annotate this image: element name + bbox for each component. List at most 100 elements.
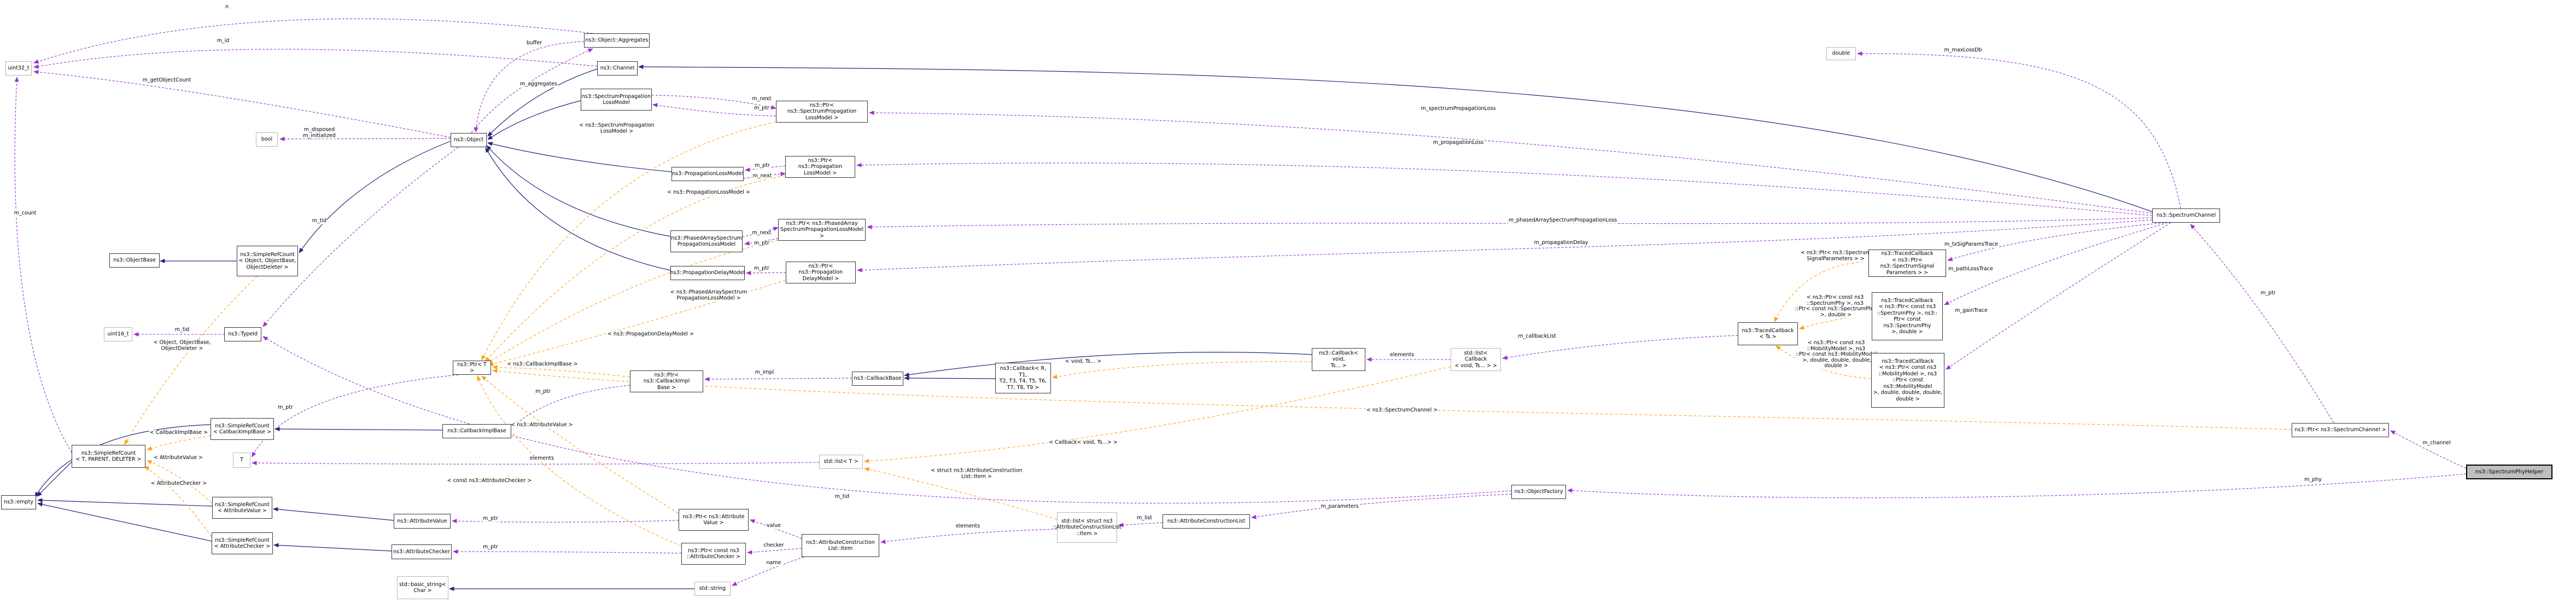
node-basicstring: std::basic_string< Char >: [397, 576, 448, 599]
node-callback_r[interactable]: ns3::Callback< R, T1, T2, T3, T4, T5, T6…: [995, 363, 1051, 393]
node-propdelay[interactable]: ns3::PropagationDelayModel: [670, 266, 745, 280]
node-empty[interactable]: ns3::empty: [1, 495, 36, 509]
edge-use-m_propagationLoss: [856, 163, 2153, 216]
node-item[interactable]: ns3::AttributeConstruction List::Item: [802, 534, 879, 557]
node-spectrumchannel[interactable]: ns3::SpectrumChannel: [2152, 208, 2220, 223]
edge-use-m_parameters: [1251, 494, 1512, 519]
node-ptr_t[interactable]: ns3::Ptr< T >: [453, 361, 491, 375]
edge-template--ns3-Ptr-ns3-Spectrum: [1774, 261, 1869, 322]
node-ptr_propdelay[interactable]: ns3::Ptr< ns3::Propagation DelayModel >: [786, 262, 856, 283]
node-attrchecker[interactable]: ns3::AttributeChecker: [392, 544, 452, 559]
node-ptr_attrvalue[interactable]: ns3::Ptr< ns3::Attribute Value >: [679, 509, 749, 531]
node-list_t: std::list< T >: [819, 455, 863, 469]
node-src_attrvalue[interactable]: ns3::SimpleRefCount < AttributeValue >: [212, 497, 272, 519]
node-phasedarray[interactable]: ns3::PhasedArraySpectrum PropagationLoss…: [670, 230, 743, 252]
node-src_attrchecker[interactable]: ns3::SimpleRefCount < AttributeChecker >: [212, 532, 273, 554]
edge-label-m_next: m_next: [752, 172, 773, 179]
edge-label--ns3-Ptr-ns3-Spectrum: < ns3::Ptr< ns3::Spectrum SignalParamete…: [1800, 250, 1872, 262]
edge-label-m_propagationDelay: m_propagationDelay: [1533, 239, 1589, 246]
edge-use-m_list: [1118, 522, 1163, 527]
node-ptr_spectrumproploss[interactable]: ns3::Ptr< ns3::SpectrumPropagation LossM…: [776, 101, 868, 123]
node-src_tpd[interactable]: ns3::SimpleRefCount < T, PARENT, DELETER…: [72, 445, 145, 468]
node-callback_void[interactable]: ns3::Callback< void, Ts... >: [1312, 348, 1365, 371]
edge-label-m_phy: m_phy: [2304, 476, 2322, 483]
node-ptr_callbackimplbase[interactable]: ns3::Ptr< ns3::CallbackImpl Base >: [630, 370, 703, 392]
node-objectbase[interactable]: ns3::ObjectBase: [109, 253, 160, 268]
edge-inherit-4: [487, 142, 672, 172]
edge-use-m_next: [651, 95, 776, 110]
node-src_object[interactable]: ns3::SimpleRefCount < Object, ObjectBase…: [237, 246, 298, 276]
node-channel[interactable]: ns3::Channel: [597, 61, 638, 76]
edge-label--ns3-SpectrumChannel-: < ns3::SpectrumChannel >: [1365, 407, 1439, 414]
edge-inherit-17: [904, 352, 1312, 377]
edge-inherit-2: [487, 68, 598, 137]
node-double: double: [1826, 47, 1856, 60]
edge-use-m_tid: [262, 147, 459, 327]
edge-inherit-8: [274, 427, 443, 432]
node-bool: bool: [256, 132, 278, 147]
node-attrvalue[interactable]: ns3::AttributeValue: [394, 514, 451, 529]
node-objectfactory[interactable]: ns3::ObjectFactory: [1511, 485, 1566, 499]
edge-label-buffer: buffer: [525, 39, 543, 47]
edge-inherit-16: [904, 376, 996, 381]
edge-inherit-14: [273, 543, 392, 552]
node-object[interactable]: ns3::Object: [451, 133, 487, 147]
node-typeid[interactable]: ns3::TypeId: [224, 327, 261, 341]
edge-label-m_parameters: m_parameters: [1320, 503, 1359, 510]
edge-label-m_phasedArraySpectrumPropagationLoss: m_phasedArraySpectrumPropagationLoss: [1508, 217, 1618, 224]
edge-template--AttributeValue-: [147, 460, 213, 503]
edge-label-checker: checker: [763, 542, 785, 549]
edge-label-m_ptr: m_ptr: [753, 105, 770, 112]
edge-use-m_phasedArraySpectrumPropagationLoss: [867, 217, 2153, 229]
edge-label-name: name: [766, 559, 782, 566]
node-tracedcb_ts[interactable]: ns3::TracedCallback < Ts >: [1738, 322, 1798, 345]
edge-label-m_ptr: m_ptr: [753, 265, 770, 272]
edge-template--void-Ts-: [1052, 361, 1312, 379]
edge-use-m_ptr: [2190, 224, 2334, 424]
edge-label-m_aggregates: m_aggregates: [519, 80, 558, 88]
edge-label-m_ptr: m_ptr: [2260, 289, 2276, 297]
edge-template--ns3-PropagationLossModel-: [484, 175, 786, 362]
edge-label-m_txSigParamsTrace: m_txSigParamsTrace: [1943, 241, 1999, 248]
node-tracedcb_phy[interactable]: ns3::TracedCallback < ns3::Ptr< const ns…: [1872, 292, 1943, 340]
edge-label--Object-ObjectBase-: < Object, ObjectBase, ObjectDeleter >: [153, 339, 212, 352]
node-tracedcb_sig[interactable]: ns3::TracedCallback < ns3::Ptr< ns3::Spe…: [1868, 250, 1946, 277]
edge-inherit-3: [487, 100, 581, 140]
edge-use-value: [750, 519, 802, 539]
node-list_item: std::list< struct ns3 ::AttributeConstru…: [1053, 512, 1121, 543]
edge-use-elements: [880, 529, 1058, 544]
edge-label-m_next: m_next: [751, 95, 772, 102]
edge-use-m_impl: [704, 376, 852, 381]
edge-label--ns3-PhasedArraySpectrum: < ns3::PhasedArraySpectrum PropagationLo…: [669, 289, 748, 302]
node-proploss[interactable]: ns3::PropagationLossModel: [671, 167, 744, 181]
edge-use-m_channel: [2390, 430, 2467, 469]
edge-label-m_ptr: m_ptr: [277, 404, 294, 411]
edge-template--const-ns3-AttributeChecker-: [477, 375, 682, 547]
edge-use-buffer: [474, 41, 585, 132]
node-attrlist[interactable]: ns3::AttributeConstructionList: [1163, 514, 1250, 529]
edge-use-m_ptr: [453, 549, 682, 554]
node-ptr_spectrumchannel[interactable]: ns3::Ptr< ns3::SpectrumChannel >: [2292, 423, 2389, 437]
node-src_cbimpl[interactable]: ns3::SimpleRefCount < CallbackImplBase >: [211, 418, 274, 440]
edge-use-checker: [747, 548, 802, 555]
node-tracedcb_mob[interactable]: ns3::TracedCallback < ns3::Ptr< const ns…: [1871, 353, 1944, 408]
node-aggregates[interactable]: ns3::Object::Aggregates: [584, 33, 650, 48]
edge-template--Callback-void-Ts-: [864, 366, 1451, 463]
edge-label--ns3-Ptr-const-ns3: < ns3::Ptr< const ns3 ::MobilityModel >,…: [1795, 339, 1878, 369]
edge-label--ns3-SpectrumPropagation: < ns3::SpectrumPropagation LossModel >: [579, 122, 655, 135]
node-ptr_attrchecker[interactable]: ns3::Ptr< const ns3 ::AttributeChecker >: [681, 543, 746, 565]
edge-label-m_ptr: m_ptr: [482, 515, 499, 522]
edge-template--ns3-AttributeValue-: [481, 375, 679, 514]
edge-inherit-13: [273, 507, 394, 521]
node-callbackbase[interactable]: ns3::CallbackBase: [852, 372, 903, 386]
node-ptr_proploss[interactable]: ns3::Ptr< ns3::Propagation LossModel >: [785, 156, 855, 178]
edge-label-m_next: m_next: [751, 229, 772, 236]
edge-label-m_channel: m_channel: [2422, 439, 2451, 447]
edge-label-m_tid: m_tid: [311, 217, 328, 224]
node-callbackimplbase[interactable]: ns3::CallbackImplBase: [442, 424, 511, 438]
node-ptr_phasedarray[interactable]: ns3::Ptr< ns3::PhasedArray SpectrumPropa…: [778, 219, 866, 241]
edge-use-m_tid: [262, 336, 1512, 504]
edge-use-m_ptr: [452, 519, 679, 524]
node-spectrumproploss[interactable]: ns3::SpectrumPropagation LossModel: [581, 89, 652, 111]
